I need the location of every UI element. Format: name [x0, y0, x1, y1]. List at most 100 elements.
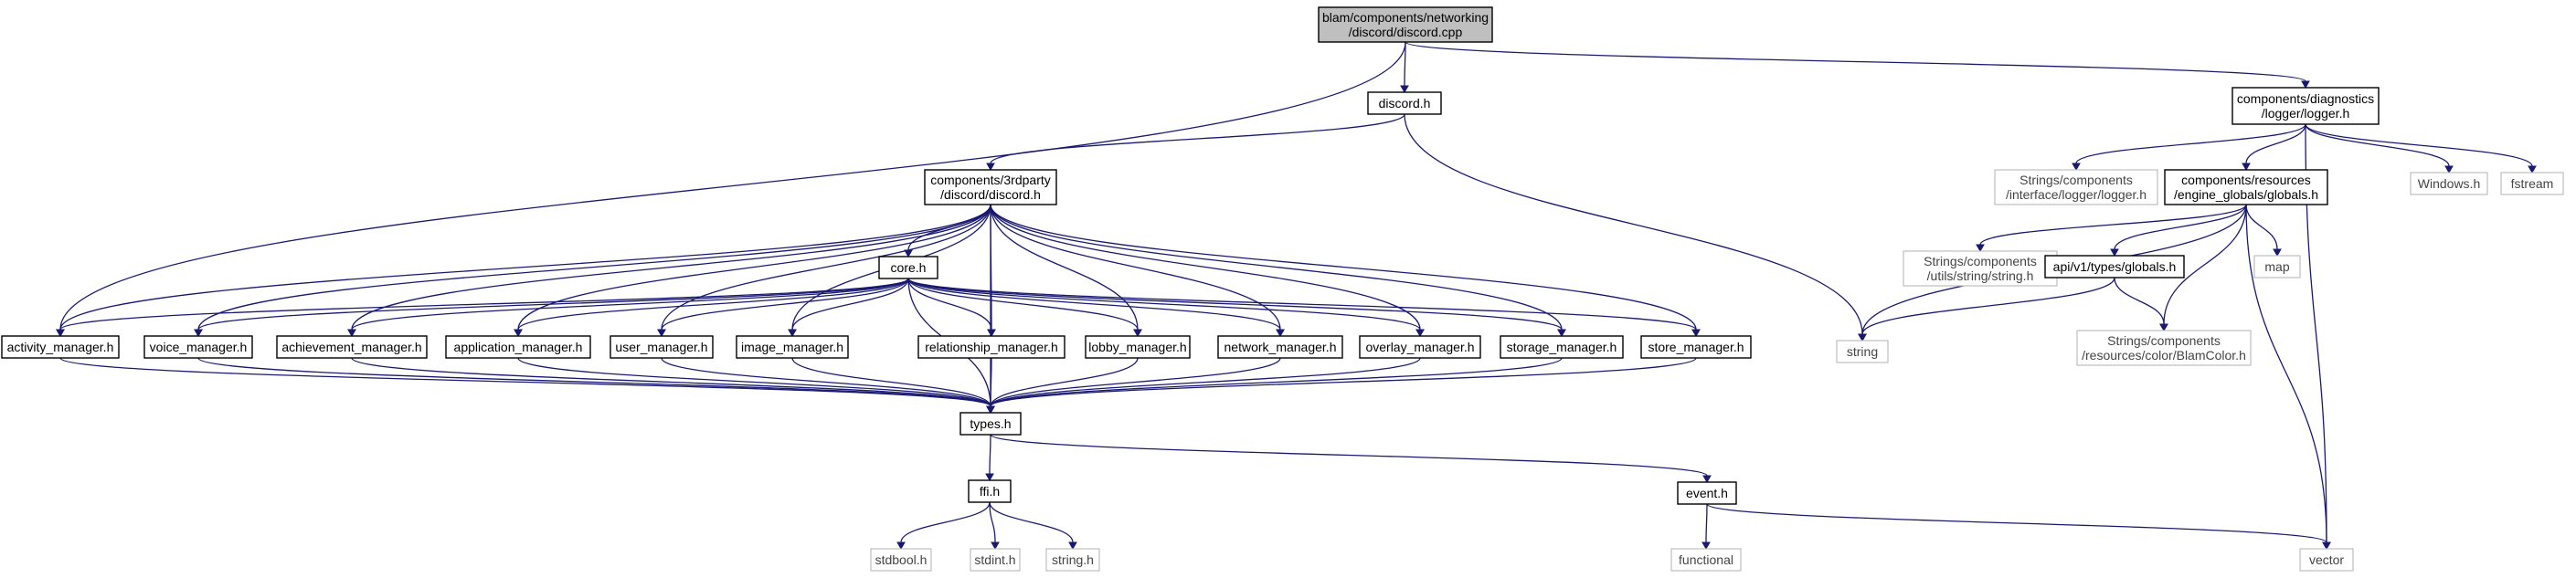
- edge-logger_h-to-iface_logger: [2072, 123, 2306, 172]
- node-voice[interactable]: voice_manager.h: [143, 335, 253, 359]
- node-label: core.h: [891, 260, 927, 275]
- node-label: /logger/logger.h: [2262, 106, 2350, 121]
- node-application[interactable]: application_manager.h: [445, 335, 591, 359]
- node-api-globals[interactable]: api/v1/types/globals.h: [2044, 255, 2185, 278]
- edge-engine_globals-to-utils_string: [1976, 204, 2247, 253]
- node-functional: functional: [1670, 548, 1742, 572]
- edge-storage-to-types_h: [986, 357, 1563, 415]
- node-label: blam/components/networking: [1322, 10, 1489, 25]
- node-label: activity_manager.h: [7, 340, 114, 354]
- node-types-h[interactable]: types.h: [959, 412, 1022, 436]
- edge-ffi_h-to-stdbool: [896, 501, 991, 551]
- edge-core_h-to-application: [514, 278, 909, 338]
- node-label: stdint.h: [974, 552, 1015, 567]
- node-label: image_manager.h: [741, 340, 843, 354]
- edge-core_h-to-achievement: [347, 278, 909, 338]
- edge-discord3p-to-core_h: [904, 204, 991, 258]
- edge-root-to-activity: [56, 41, 1406, 338]
- node-map: map: [2253, 255, 2301, 278]
- node-root[interactable]: blam/components/networking/discord/disco…: [1318, 6, 1493, 43]
- node-overlay[interactable]: overlay_manager.h: [1359, 335, 1481, 359]
- node-event-h[interactable]: event.h: [1677, 481, 1737, 505]
- node-label: lobby_manager.h: [1088, 340, 1186, 354]
- edge-core_h-to-storage: [907, 278, 1566, 338]
- node-label: components/diagnostics: [2237, 91, 2374, 106]
- node-achievement[interactable]: achievement_manager.h: [276, 335, 428, 359]
- node-label: user_manager.h: [615, 340, 707, 354]
- node-label: Strings/components: [2019, 173, 2133, 187]
- edge-api_globals-to-blamcolor: [2114, 277, 2168, 332]
- edge-core_h-to-lobby: [907, 278, 1142, 338]
- node-ffi-h[interactable]: ffi.h: [968, 479, 1012, 503]
- node-discord-h[interactable]: discord.h: [1367, 91, 1442, 115]
- node-logger-h[interactable]: components/diagnostics/logger/logger.h: [2231, 87, 2380, 125]
- node-lobby[interactable]: lobby_manager.h: [1085, 335, 1191, 359]
- edge-core_h-to-network: [907, 278, 1285, 338]
- node-stdint: stdint.h: [970, 548, 1021, 572]
- node-label: /engine_globals/globals.h: [2174, 187, 2318, 202]
- node-label: vector: [2309, 552, 2344, 567]
- nodes-layer: blam/components/networking/discord/disco…: [1, 6, 2564, 572]
- node-label: relationship_manager.h: [925, 340, 1058, 354]
- node-label: discord.h: [1379, 96, 1431, 110]
- node-label: stdbool.h: [875, 552, 928, 567]
- node-user[interactable]: user_manager.h: [610, 335, 714, 359]
- edge-core_h-to-activity: [56, 278, 909, 338]
- node-label: Windows.h: [2418, 176, 2480, 191]
- node-label: /discord/discord.cpp: [1349, 25, 1463, 39]
- edge-engine_globals-to-api_globals: [2110, 204, 2247, 257]
- edge-core_h-to-overlay: [907, 278, 1425, 338]
- node-label: fstream: [2511, 176, 2554, 191]
- node-image[interactable]: image_manager.h: [736, 335, 849, 359]
- edge-event_h-to-functional: [1701, 503, 1711, 551]
- node-engine-globals[interactable]: components/resources/engine_globals/glob…: [2164, 169, 2328, 205]
- node-discord3p[interactable]: components/3rdparty/discord/discord.h: [924, 169, 1057, 205]
- edge-core_h-to-voice: [194, 278, 909, 338]
- node-label: store_manager.h: [1648, 340, 1744, 354]
- node-label: ffi.h: [980, 484, 1000, 499]
- node-label: types.h: [970, 416, 1011, 431]
- node-label: map: [2264, 259, 2289, 274]
- edge-logger_h-to-engine_globals: [2242, 123, 2306, 172]
- edge-engine_globals-to-map: [2245, 204, 2282, 257]
- node-activity[interactable]: activity_manager.h: [1, 335, 120, 359]
- edge-core_h-to-store: [907, 278, 1701, 338]
- edge-discord3p-to-relationship: [987, 204, 996, 338]
- node-label: api/v1/types/globals.h: [2053, 259, 2177, 274]
- node-blamcolor: Strings/components/resources/color/BlamC…: [2076, 330, 2252, 366]
- node-relationship[interactable]: relationship_manager.h: [917, 335, 1065, 359]
- edge-api_globals-to-string: [1858, 277, 2115, 342]
- edge-ffi_h-to-stdint: [989, 501, 1000, 551]
- edge-root-to-logger_h: [1405, 41, 2310, 89]
- node-core-h[interactable]: core.h: [878, 256, 938, 279]
- node-label: achievement_manager.h: [281, 340, 421, 354]
- node-stdbool: stdbool.h: [870, 548, 932, 572]
- edge-discord_h-to-discord3p: [986, 113, 1405, 172]
- node-vector: vector: [2299, 548, 2354, 572]
- node-network[interactable]: network_manager.h: [1217, 335, 1343, 359]
- edge-discord3p-to-voice: [194, 204, 991, 338]
- node-label: string.h: [1052, 552, 1094, 567]
- edge-activity-to-types_h: [59, 357, 995, 415]
- edge-store-to-types_h: [986, 357, 1697, 415]
- node-label: /discord/discord.h: [940, 187, 1041, 202]
- node-storage[interactable]: storage_manager.h: [1500, 335, 1624, 359]
- node-fstream: fstream: [2500, 172, 2564, 195]
- edge-logger_h-to-fstream: [2305, 123, 2537, 174]
- edge-discord_h-to-string: [1404, 113, 1867, 342]
- node-label: /resources/color/BlamColor.h: [2082, 348, 2246, 363]
- node-label: components/3rdparty: [930, 173, 1051, 187]
- edge-achievement-to-types_h: [351, 357, 995, 415]
- node-iface-logger: Strings/components/interface/logger/logg…: [1994, 169, 2158, 205]
- node-store[interactable]: store_manager.h: [1640, 335, 1752, 359]
- node-label: Strings/components: [1924, 254, 2037, 268]
- edge-discord3p-to-user: [657, 204, 991, 338]
- node-string: string: [1836, 340, 1889, 363]
- node-label: Strings/components: [2107, 333, 2221, 348]
- edge-discord3p-to-activity: [56, 204, 991, 338]
- edge-lobby-to-types_h: [986, 357, 1139, 415]
- node-label: application_manager.h: [454, 340, 583, 354]
- node-utils-string: Strings/components/utils/string/string.h: [1903, 250, 2058, 287]
- node-label: voice_manager.h: [150, 340, 248, 354]
